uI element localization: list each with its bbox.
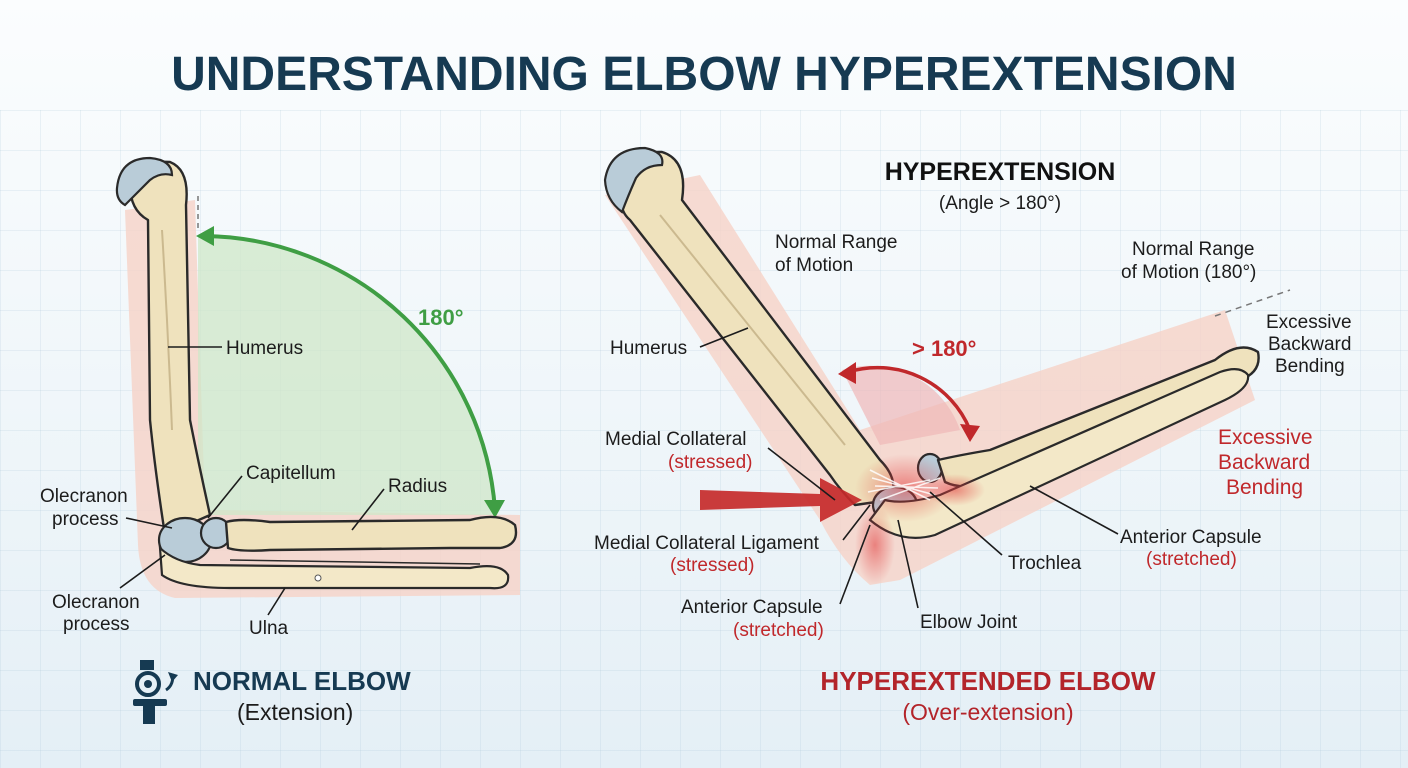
leader-normal-radius	[351, 488, 385, 531]
normal-forearm-gap	[229, 559, 481, 565]
hyper-label-mcl: Medial Collateral Ligament	[594, 533, 820, 554]
normal-humerus-shaft-line	[161, 229, 173, 431]
hyper-label-mcl-state: (stressed)	[670, 555, 754, 576]
hyper-label-normal-range-left-1: Normal Range	[775, 232, 898, 253]
normal-ulna-bone	[158, 545, 510, 590]
normal-elbow-figure: 180° Humerus Capitellum Radius Olecranon…	[40, 156, 520, 639]
hyper-label-medial-collateral-state: (stressed)	[668, 452, 752, 473]
hyper-label-anterior-capsule-right: Anterior Capsule	[1120, 527, 1262, 548]
leader-normal-capitellum	[207, 475, 243, 519]
hyper-label-anterior-capsule-right-state: (stretched)	[1146, 549, 1237, 570]
normal-arc-arrowhead-bottom	[484, 500, 505, 518]
hyper-label-medial-collateral: Medial Collateral	[605, 429, 747, 450]
normal-angle-arc	[204, 234, 497, 511]
hyper-label-elbow-joint: Elbow Joint	[920, 612, 1018, 633]
hyper-label-normal-range-left-2: of Motion	[775, 255, 853, 276]
hyper-humerus-shaft-line	[659, 214, 846, 446]
hyper-label-anterior-capsule-left: Anterior Capsule	[681, 597, 823, 618]
hyper-humerus-bone	[619, 150, 895, 507]
normal-label-olecranon-bottom-2: process	[63, 614, 130, 635]
normal-label-olecranon-top-1: Olecranon	[40, 486, 128, 507]
normal-arc-arrowhead-top	[196, 226, 214, 246]
normal-radius-bone	[224, 515, 518, 552]
hyper-angle-sector	[842, 365, 960, 445]
normal-label-olecranon-top-2: process	[52, 509, 119, 530]
hyper-label-excessive-black-1: Excessive	[1266, 312, 1352, 333]
normal-label-humerus: Humerus	[226, 338, 303, 359]
hyper-label-anterior-capsule-left-state: (stretched)	[733, 620, 824, 641]
hyper-subcaption: (Over-extension)	[902, 699, 1073, 725]
hyper-stress-glow-capsule	[855, 505, 895, 585]
normal-angle-label: 180°	[418, 305, 464, 330]
leader-hyper-humerus	[699, 327, 749, 348]
hyper-label-trochlea: Trochlea	[1008, 553, 1082, 574]
leader-normal-ulna	[267, 587, 286, 616]
hyper-caption: HYPEREXTENDED ELBOW	[820, 666, 1156, 696]
leader-hyper-anterior-capsule-right	[1029, 485, 1119, 535]
leader-hyper-elbow-joint	[897, 519, 919, 609]
hyper-angle-arc	[847, 365, 972, 431]
hyper-arc-arrowhead-right	[960, 424, 980, 442]
hyper-angle-label: > 180°	[912, 336, 976, 361]
hyper-ligament-fibers	[867, 469, 941, 501]
normal-humerus-head	[115, 156, 174, 207]
leader-normal-olecranon-top	[125, 517, 173, 529]
hyper-arc-arrowhead-left	[838, 362, 856, 384]
hyper-label-excessive-black-2: Backward	[1268, 334, 1351, 355]
normal-humerus-bone	[128, 160, 212, 537]
normal-label-olecranon-bottom-1: Olecranon	[52, 592, 140, 613]
normal-angle-sector	[198, 236, 495, 515]
page-title: UNDERSTANDING ELBOW HYPEREXTENSION	[171, 48, 1237, 101]
hyper-elbow-figure: HYPEREXTENSION (Angle > 180°) > 180° Nor…	[594, 146, 1352, 641]
leader-normal-olecranon-bottom	[119, 554, 166, 589]
hyper-stress-glow-forearm	[925, 474, 985, 506]
normal-ulna-dot	[314, 574, 322, 582]
hyper-label-excessive-red-1: Excessive	[1218, 426, 1313, 449]
hyper-label-normal-range-right-2: of Motion (180°)	[1121, 262, 1256, 283]
hyper-label-excessive-black-3: Bending	[1275, 356, 1345, 377]
hyper-heading: HYPEREXTENSION	[885, 158, 1116, 186]
elbow-joint-icon	[133, 660, 178, 724]
leader-hyper-trochlea	[929, 491, 1003, 556]
normal-label-capitellum: Capitellum	[246, 463, 336, 484]
normal-label-radius: Radius	[388, 476, 447, 497]
hyper-reference-dash	[1214, 289, 1291, 317]
hyper-humerus-head	[603, 146, 664, 214]
normal-label-ulna: Ulna	[249, 618, 289, 639]
normal-caption: NORMAL ELBOW	[193, 666, 411, 696]
hyper-label-excessive-red-2: Backward	[1218, 451, 1310, 474]
hyper-heading-sub: (Angle > 180°)	[939, 193, 1061, 214]
normal-subcaption: (Extension)	[237, 699, 353, 725]
leader-hyper-mcl	[842, 504, 871, 541]
leader-hyper-anterior-capsule-left	[839, 524, 871, 605]
hyper-label-excessive-red-3: Bending	[1226, 476, 1303, 499]
hyper-label-normal-range-right-1: Normal Range	[1132, 239, 1255, 260]
hyper-label-humerus: Humerus	[610, 338, 687, 359]
leader-hyper-medial-collateral	[767, 447, 836, 501]
